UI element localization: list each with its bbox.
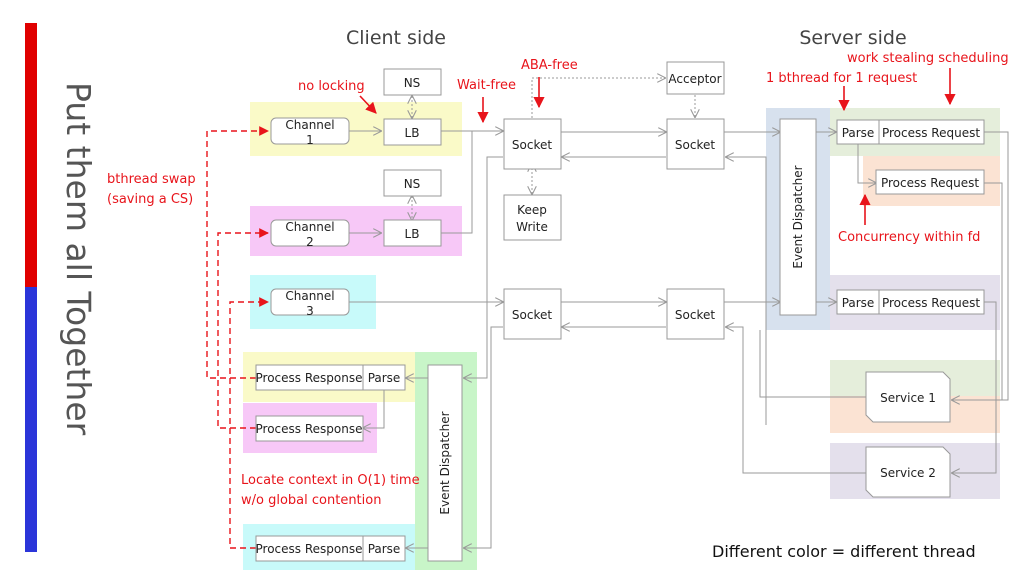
process-response-1-label: Process Response: [256, 371, 363, 385]
acceptor-box: [666, 61, 725, 95]
parse-server-1-box: [836, 119, 880, 145]
parse-client-3-box: [362, 535, 406, 562]
edge-process2-service1: [984, 182, 1003, 400]
channel-2-label: Channel: [285, 220, 334, 234]
socket-client-2-label: Socket: [512, 308, 552, 322]
server-event-dispatcher-label: Event Dispatcher: [791, 165, 805, 268]
edge-lb2-socket: [441, 131, 473, 234]
ns-2-box: [383, 169, 442, 197]
parse-server-3-box: [836, 289, 880, 315]
edge-parse-process2: [857, 144, 876, 183]
process-response-1-box: [255, 364, 364, 391]
server-event-dispatcher-box: [779, 118, 817, 316]
ns-1-label: NS: [404, 76, 421, 90]
process-request-2-box: [875, 169, 985, 195]
edge-socket-client-dispatcher-top: [464, 156, 503, 378]
channel-1-number: 1: [306, 133, 314, 147]
process-response-3-label: Process Response: [256, 542, 363, 556]
channel-2-box: [270, 219, 350, 247]
bthread-swap-annotation-1: bthread swap: [107, 172, 196, 187]
wait-free-annotation: Wait-free: [457, 78, 516, 93]
ns-1-box: [383, 68, 442, 96]
process-request-3-box: [878, 289, 985, 315]
channel-3-box: [270, 288, 350, 316]
no-locking-annotation: no locking: [298, 79, 365, 94]
process-request-1-label: Process Request: [882, 126, 980, 140]
process-response-2-box: [255, 415, 364, 442]
process-response-3-box: [255, 535, 364, 562]
concurrency-annotation: Concurrency within fd: [838, 230, 980, 245]
lb-1-label: LB: [405, 126, 420, 140]
one-bthread-annotation: 1 bthread for 1 request: [766, 71, 917, 86]
socket-server-2-box: [666, 288, 725, 340]
accent-bar-red: [25, 23, 37, 287]
channel-3-label: Channel: [285, 289, 334, 303]
socket-server-2-label: Socket: [675, 308, 715, 322]
locate-context-annotation-2: w/o global contention: [241, 493, 381, 508]
edge-socket-client-dispatcher-bottom: [464, 326, 503, 548]
socket-client-1-label: Socket: [512, 138, 552, 152]
lb-2-box: [383, 219, 442, 247]
acceptor-label: Acceptor: [668, 72, 721, 86]
accent-bar-blue: [25, 287, 37, 552]
edge-service1-back: [759, 330, 866, 398]
service-2-box: [865, 446, 951, 498]
edge-service-socket-top: [726, 157, 767, 425]
process-request-3-label: Process Request: [882, 296, 980, 310]
socket-client-2-box: [503, 288, 562, 340]
keep-write-box: [503, 194, 562, 241]
service-1-label: Service 1: [880, 391, 936, 405]
work-stealing-annotation: work stealing scheduling: [847, 51, 1009, 66]
legend-text: Different color = different thread: [712, 542, 976, 561]
channel-2-number: 2: [306, 235, 314, 249]
edge-parse-process-response2: [363, 390, 385, 428]
channel-1-label: Channel: [285, 118, 334, 132]
locate-context-annotation-1: Locate context in O(1) time: [241, 473, 420, 488]
ns-2-label: NS: [404, 177, 421, 191]
process-response-2-label: Process Response: [256, 422, 363, 436]
socket-client-1-box: [503, 118, 562, 170]
parse-client-1-box: [362, 364, 406, 391]
client-side-heading: Client side: [346, 27, 446, 49]
edge-process3-service2: [952, 301, 997, 473]
keep-write-label-2: Write: [516, 220, 548, 234]
bthread-swap-line-3: [229, 297, 269, 549]
bthread-swap-annotation-2: (saving a CS): [107, 192, 193, 207]
channel-3-number: 3: [306, 304, 314, 318]
lb-2-label: LB: [405, 227, 420, 241]
channel-1-box: [270, 117, 350, 145]
edge-process1-service1: [952, 131, 1009, 400]
keep-write-label-1: Keep: [517, 203, 547, 217]
parse-server-1-label: Parse: [842, 126, 875, 140]
process-request-2-label: Process Request: [881, 176, 979, 190]
service-2-label: Service 2: [880, 466, 936, 480]
process-request-1-box: [878, 119, 985, 145]
socket-server-1-label: Socket: [675, 138, 715, 152]
edge-service2-socket-bottom: [726, 327, 866, 474]
parse-client-1-label: Parse: [368, 371, 401, 385]
edge-socket-acceptor: [531, 78, 665, 118]
client-event-dispatcher-label: Event Dispatcher: [438, 411, 452, 514]
aba-free-annotation: ABA-free: [521, 58, 578, 73]
service-1-box: [865, 371, 951, 423]
parse-server-3-label: Parse: [842, 296, 875, 310]
lb-1-box: [383, 118, 442, 146]
bthread-swap-line-1: [206, 126, 269, 379]
bthread-swap-line-2: [217, 228, 269, 429]
no-locking-arrow: [359, 95, 377, 114]
client-event-dispatcher-box: [427, 364, 463, 562]
parse-client-3-label: Parse: [368, 542, 401, 556]
server-side-heading: Server side: [799, 27, 906, 49]
socket-server-1-box: [666, 118, 725, 170]
